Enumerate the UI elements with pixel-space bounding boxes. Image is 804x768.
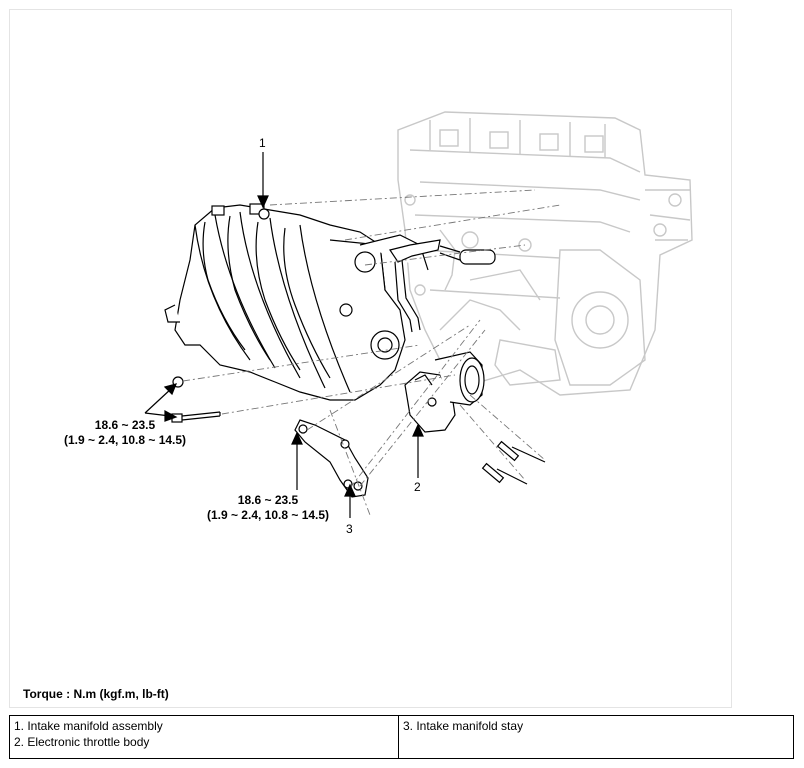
alignment-lines <box>182 189 561 516</box>
legend-cell-left: 1. Intake manifold assembly 2. Electroni… <box>9 715 399 759</box>
torque-units-note: Torque : N.m (kgf.m, lb-ft) <box>23 687 169 701</box>
legend-item-1: 1. Intake manifold assembly <box>14 719 163 733</box>
legend-row: 1. Intake manifold assembly 2. Electroni… <box>9 715 794 759</box>
throttle-body-drawing <box>404 351 485 433</box>
torque-spec-upper: 18.6 ~ 23.5 (1.9 ~ 2.4, 10.8 ~ 14.5) <box>40 418 210 448</box>
callout-2: 2 <box>414 480 421 494</box>
legend-item-3: 3. Intake manifold stay <box>403 719 524 733</box>
callout-arrows <box>144 152 424 518</box>
callout-3: 3 <box>346 522 353 536</box>
legend-cell-right: 3. Intake manifold stay <box>398 715 794 759</box>
torque-spec-lower-nm: 18.6 ~ 23.5 <box>237 493 299 507</box>
engine-block-outline <box>397 111 693 396</box>
torque-spec-lower: 18.6 ~ 23.5 (1.9 ~ 2.4, 10.8 ~ 14.5) <box>183 493 353 523</box>
torque-spec-upper-conversions: (1.9 ~ 2.4, 10.8 ~ 14.5) <box>63 433 187 447</box>
legend-item-2: 2. Electronic throttle body <box>14 735 150 749</box>
manifold-stay-drawing <box>294 419 369 498</box>
torque-spec-lower-conversions: (1.9 ~ 2.4, 10.8 ~ 14.5) <box>206 508 330 522</box>
torque-spec-upper-nm: 18.6 ~ 23.5 <box>94 418 156 432</box>
exploded-view-drawing <box>144 111 693 518</box>
callout-1: 1 <box>259 136 266 150</box>
intake-hose-drawing <box>389 239 496 333</box>
intake-manifold-drawing <box>164 203 429 401</box>
legend-table: 1. Intake manifold assembly 2. Electroni… <box>9 715 794 759</box>
